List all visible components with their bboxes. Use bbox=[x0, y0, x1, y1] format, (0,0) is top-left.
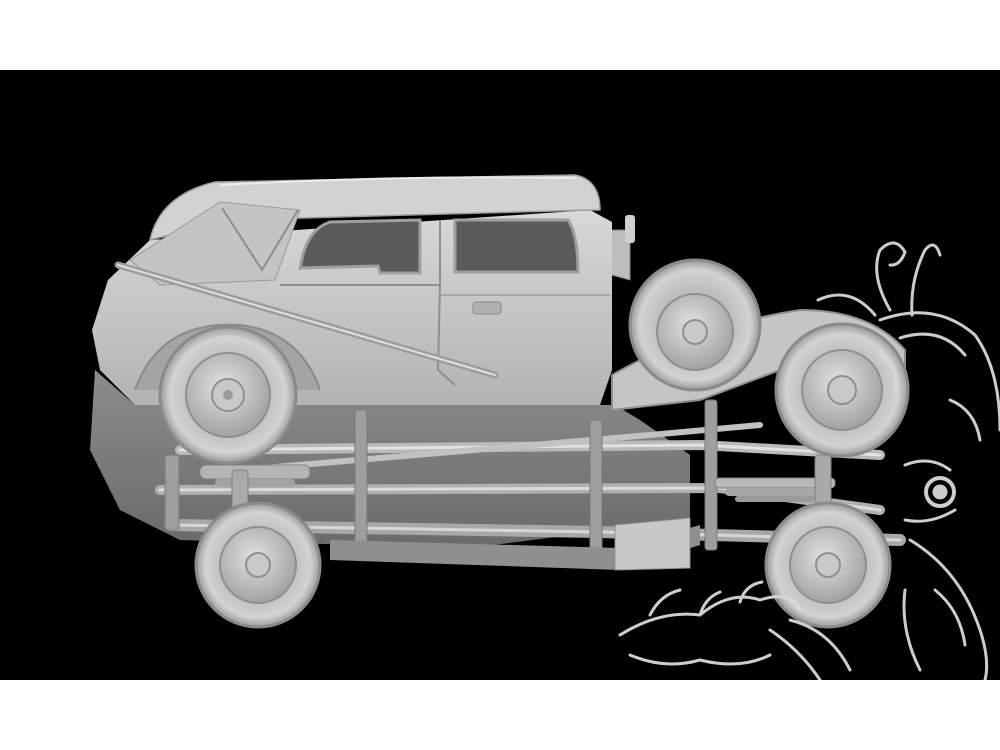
soft-top-roof bbox=[149, 174, 601, 242]
render-svg bbox=[90, 174, 1000, 680]
front-side-window bbox=[298, 218, 422, 275]
bottom-white-margin bbox=[0, 680, 1000, 750]
side-mirror bbox=[611, 229, 631, 281]
cartoon-creature-logo bbox=[618, 241, 1000, 680]
rear-side-window bbox=[453, 218, 580, 274]
front-upper-wheel bbox=[774, 322, 910, 458]
car-model-render bbox=[90, 174, 910, 629]
spare-wheel bbox=[628, 258, 762, 392]
render-panel bbox=[0, 70, 1000, 680]
top-white-margin bbox=[0, 0, 1000, 70]
rear-upper-wheel bbox=[158, 325, 298, 465]
front-leaf-spring bbox=[714, 477, 836, 502]
rear-lower-wheel bbox=[194, 501, 322, 629]
rear-leaf-spring bbox=[199, 464, 311, 487]
front-lower-wheel bbox=[764, 501, 892, 629]
